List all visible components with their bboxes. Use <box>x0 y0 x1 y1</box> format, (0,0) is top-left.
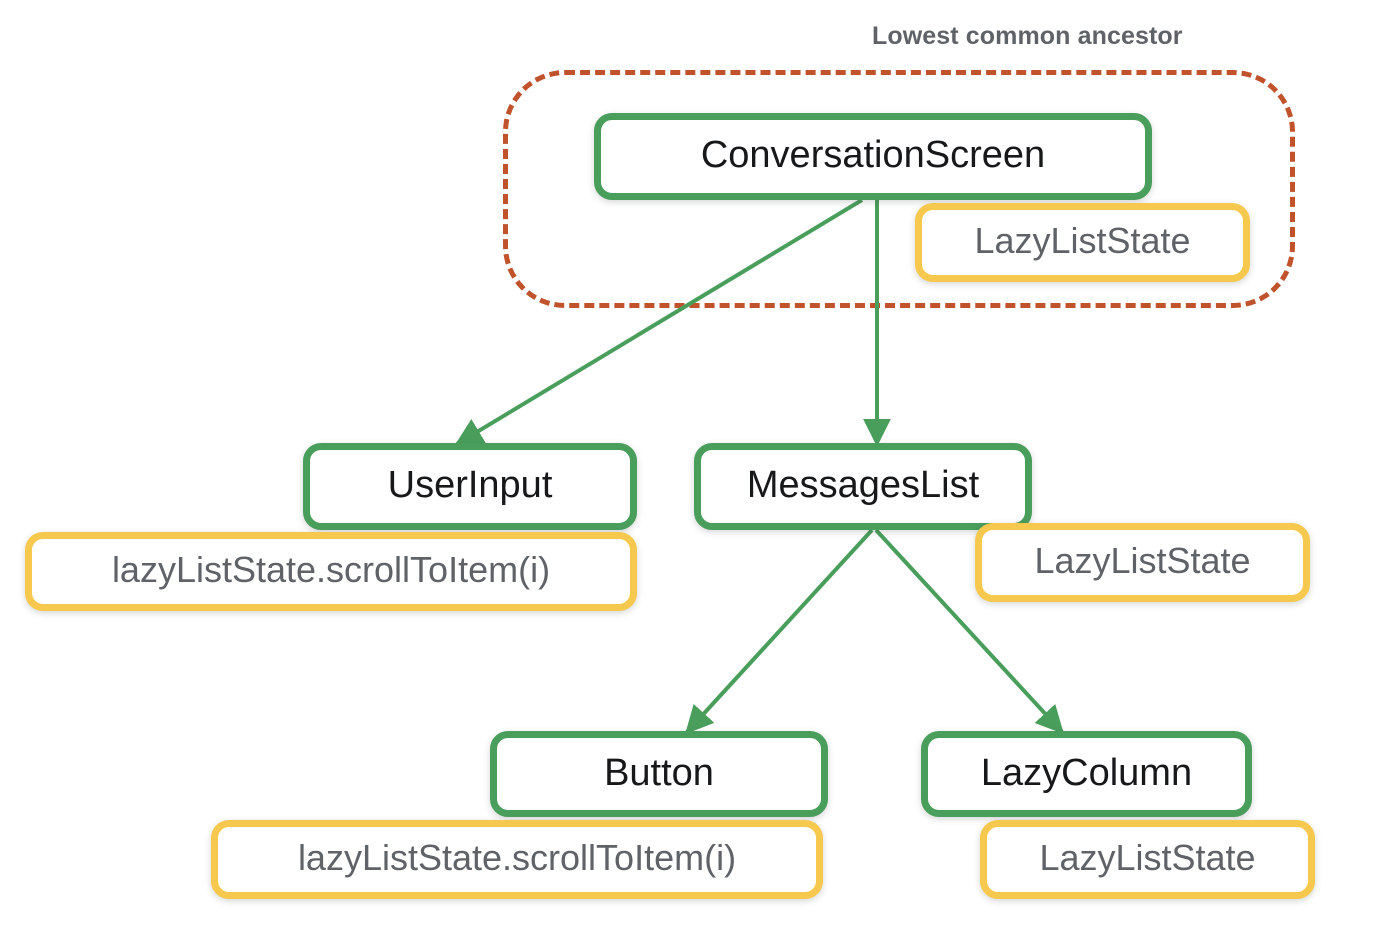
state-badge-user-input-label: lazyListState.scrollToItem(i) <box>111 549 551 590</box>
node-user-input[interactable]: UserInput <box>303 443 637 530</box>
node-user-input-label: UserInput <box>387 464 553 506</box>
state-badge-lazy-column[interactable]: LazyListState <box>980 820 1315 899</box>
state-badge-button-label: lazyListState.scrollToItem(i) <box>297 837 737 878</box>
state-badge-button[interactable]: lazyListState.scrollToItem(i) <box>211 820 823 899</box>
node-lazy-column-label: LazyColumn <box>980 751 1193 794</box>
node-button-label: Button <box>604 751 714 794</box>
state-badge-user-input[interactable]: lazyListState.scrollToItem(i) <box>25 532 637 611</box>
state-badge-lazy-column-label: LazyListState <box>1039 837 1256 878</box>
edge-messageslist-to-button <box>685 528 874 735</box>
state-badge-messages-list[interactable]: LazyListState <box>975 523 1310 602</box>
lowest-common-ancestor-region <box>503 70 1295 308</box>
node-conversation-screen[interactable]: ConversationScreen <box>594 113 1152 200</box>
lowest-common-ancestor-label: Lowest common ancestor <box>872 22 1183 50</box>
node-conversation-screen-label: ConversationScreen <box>700 134 1046 176</box>
node-lazy-column[interactable]: LazyColumn <box>921 731 1252 817</box>
state-badge-conversation-screen[interactable]: LazyListState <box>915 203 1250 282</box>
state-badge-conversation-screen-label: LazyListState <box>974 220 1191 261</box>
node-messages-list-label: MessagesList <box>746 464 980 506</box>
state-badge-messages-list-label: LazyListState <box>1034 540 1251 581</box>
node-messages-list[interactable]: MessagesList <box>694 443 1032 530</box>
node-button[interactable]: Button <box>490 731 828 817</box>
